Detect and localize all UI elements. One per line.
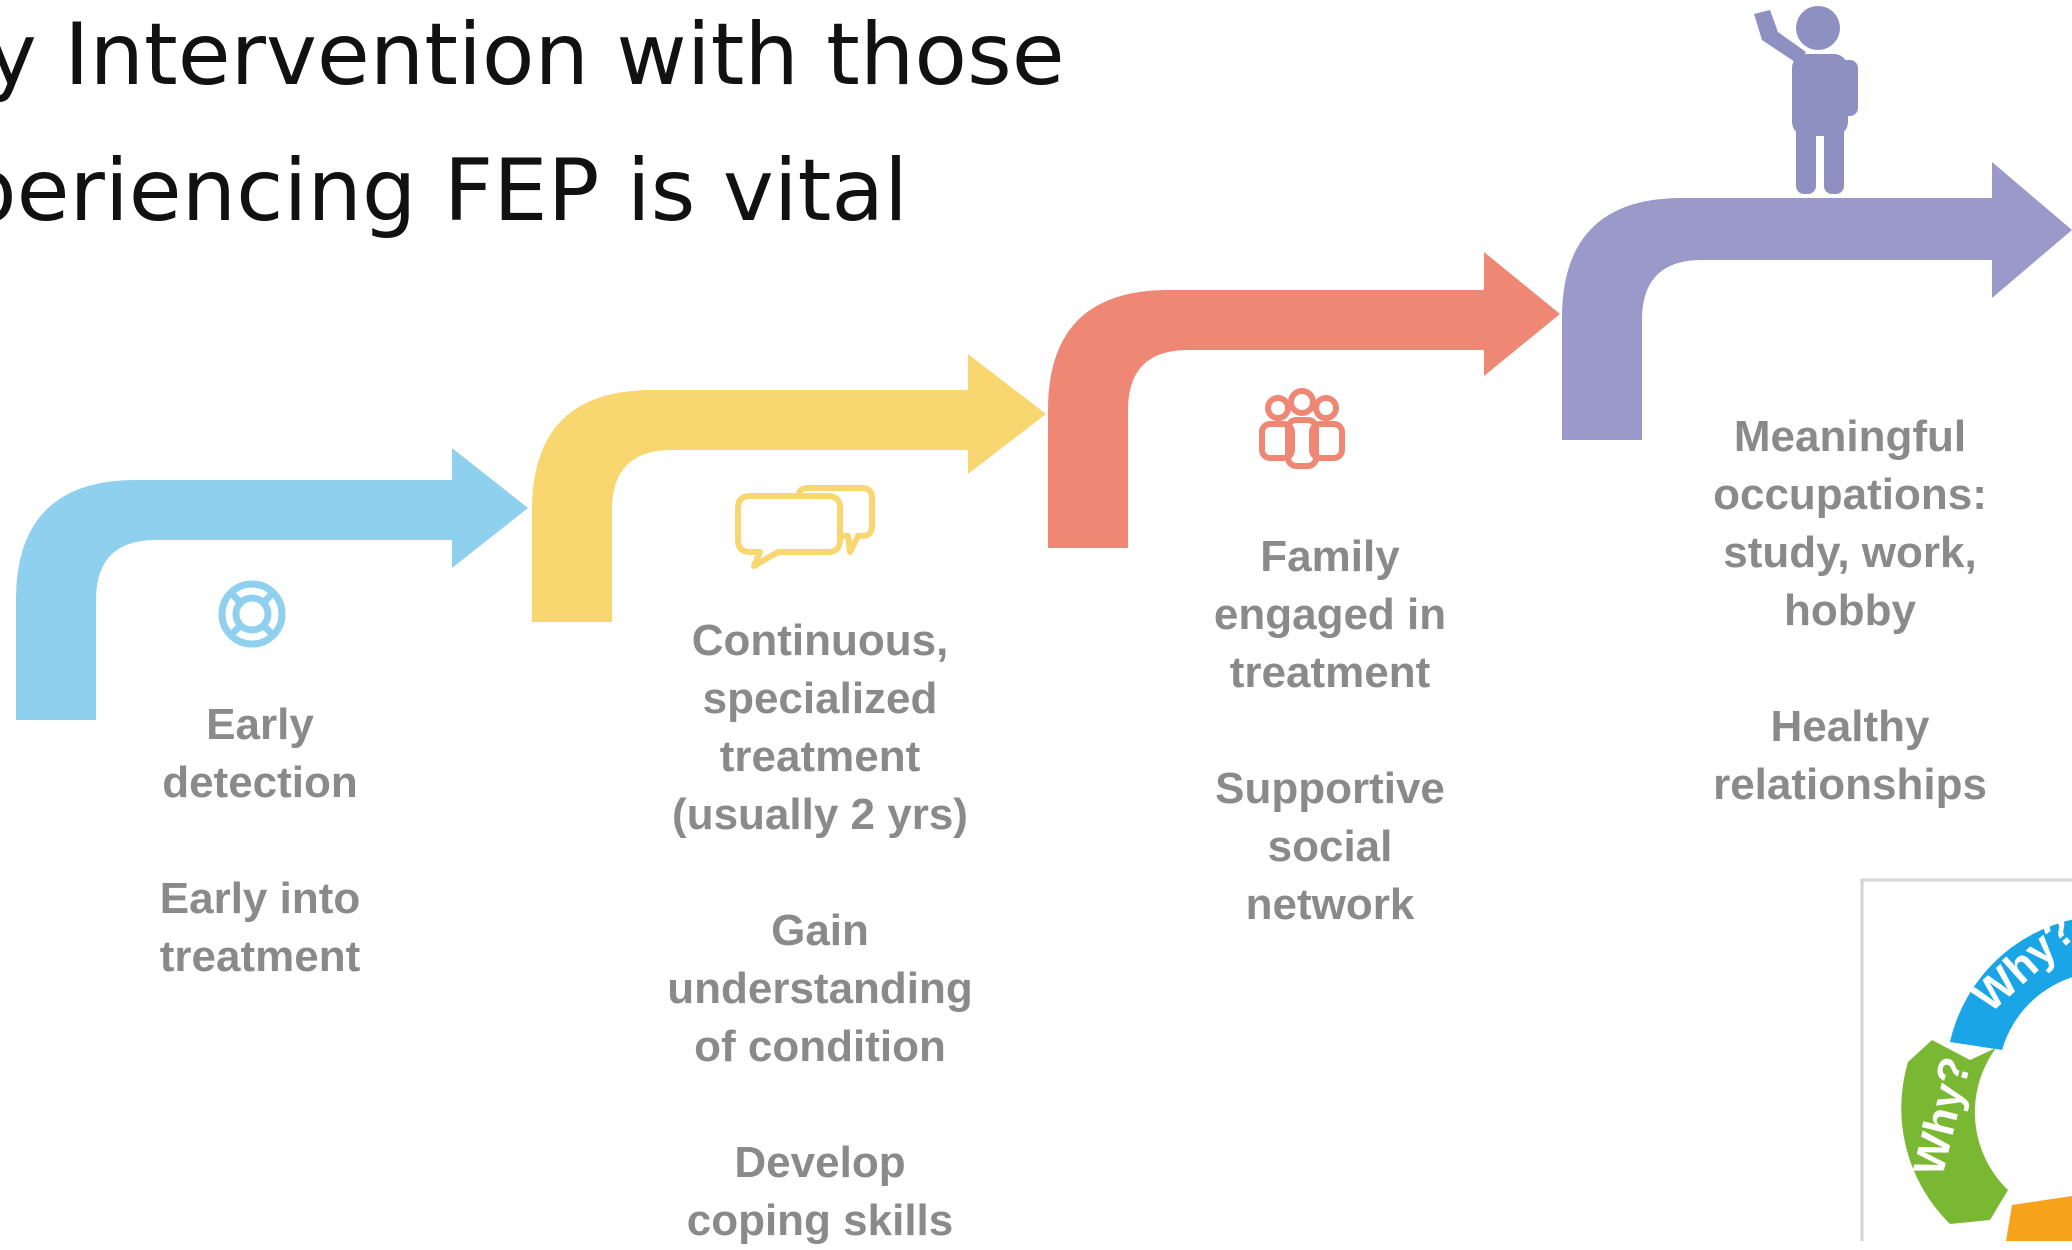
step-3-text: Family engaged in treatment Supportive s… — [1130, 528, 1530, 934]
step-4-text: Meaningful occupations: study, work, hob… — [1640, 408, 2060, 814]
person-waving-icon — [1754, 6, 1858, 194]
lifebuoy-icon — [218, 580, 286, 648]
slide-title-line-2: periencing FEP is vital — [0, 141, 908, 241]
step-1-arrow — [16, 448, 528, 720]
people-group-icon — [1259, 388, 1345, 469]
step-1-text-1: Early detection — [162, 700, 358, 807]
step-2-text-3: Develop coping skills — [686, 1138, 954, 1245]
step-2-arrow — [532, 354, 1046, 622]
why-orange-arc — [2006, 1196, 2072, 1241]
step-4-text-1: Meaningful occupations: study, work, hob… — [1713, 412, 1987, 635]
step-2-text: Continuous, specialized treatment (usual… — [590, 612, 1050, 1250]
step-4-arrow — [1562, 162, 2072, 440]
step-3-text-2: Supportive social network — [1215, 764, 1445, 929]
why-logo: Why? Why? — [1860, 878, 2072, 1241]
step-1-text: Early detection Early into treatment — [80, 696, 440, 986]
step-2-text-1: Continuous, specialized treatment (usual… — [672, 616, 968, 839]
slide-title-line-1: ly Intervention with those — [0, 5, 1065, 105]
why-green-arc — [1901, 1040, 2008, 1224]
step-2-text-2: Gain understanding of condition — [667, 906, 973, 1071]
chat-bubbles-icon — [735, 485, 875, 569]
why-blue-arc — [1950, 919, 2072, 1050]
step-4-text-2: Healthy relationships — [1713, 702, 1987, 809]
step-1-text-2: Early into treatment — [159, 874, 361, 981]
step-3-text-1: Family engaged in treatment — [1213, 532, 1447, 697]
step-3-arrow — [1048, 252, 1560, 548]
